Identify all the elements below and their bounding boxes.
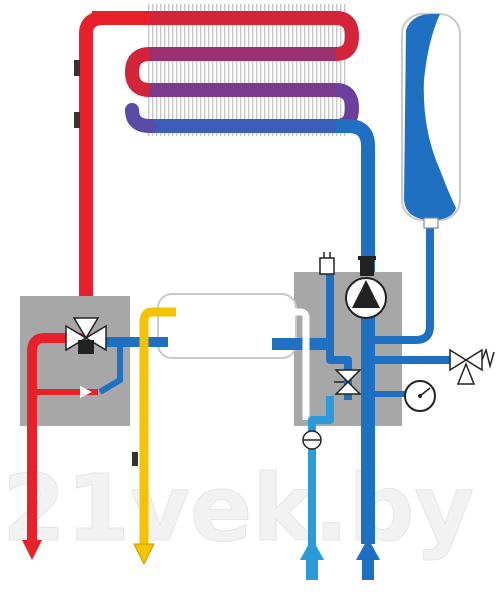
safety-valve-icon	[449, 347, 495, 385]
check-valve-icon	[80, 386, 92, 398]
cold-water-inlet-pipe	[308, 396, 334, 546]
cold-inlet-arrow	[300, 538, 324, 560]
heating-supply-outlet	[27, 333, 86, 542]
circulation-pump-icon	[345, 256, 387, 319]
pressure-gauge-icon	[404, 380, 436, 412]
heating-supply-arrow	[22, 540, 42, 560]
temperature-sensor-icon	[74, 112, 80, 128]
dhw-outlet-arrow	[133, 543, 155, 566]
dhw-outlet-pipe	[139, 307, 176, 544]
supply-pipe-main	[79, 11, 150, 320]
fill-valve-icon	[334, 369, 362, 395]
expansion-tank-icon	[401, 13, 461, 229]
heating-return-arrow	[356, 538, 380, 560]
three-way-valve-icon	[65, 317, 107, 354]
heat-exchanger-icon	[92, 4, 375, 300]
watermark-text: 21vek.by	[2, 455, 474, 562]
temperature-sensor-icon	[74, 60, 80, 76]
temperature-sensor-icon	[132, 452, 138, 466]
air-vent-icon	[319, 252, 335, 275]
flow-sensor-icon	[302, 430, 322, 450]
plate-heat-exchanger-icon	[157, 293, 297, 359]
